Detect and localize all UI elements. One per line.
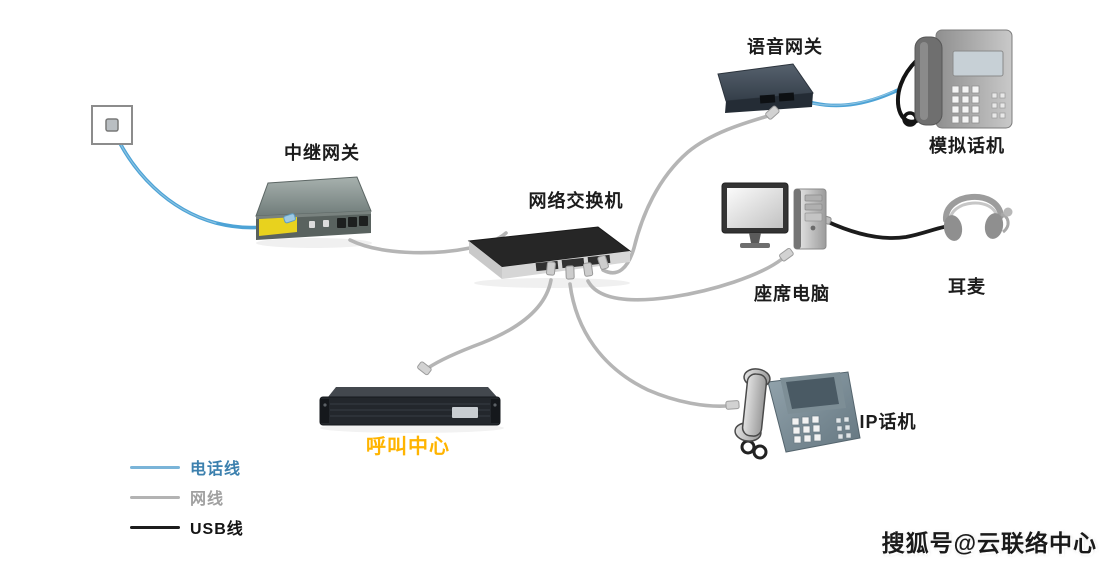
rj45-to-ip-phone bbox=[725, 400, 740, 410]
agent-pc-icon bbox=[721, 182, 827, 250]
ip-phone-label: IP话机 bbox=[859, 412, 917, 432]
wall-jack-icon bbox=[91, 105, 133, 145]
network-cable-swatch bbox=[130, 495, 180, 499]
rj45-connectors bbox=[283, 105, 832, 410]
cable-net-switch-to-voice-gateway bbox=[601, 114, 770, 275]
cable-net-switch-to-agent-pc bbox=[586, 257, 784, 302]
call-center-label: 呼叫中心 bbox=[366, 436, 450, 458]
headset-icon bbox=[943, 193, 1013, 241]
trunk-gateway-label: 中继网关 bbox=[284, 143, 360, 163]
agent-pc-label: 座席电脑 bbox=[754, 284, 830, 304]
ip-phone-icon bbox=[734, 368, 861, 460]
phone-line-swatch bbox=[130, 465, 180, 469]
headset-label: 耳麦 bbox=[948, 277, 986, 297]
watermark: 搜狐号@云联络中心 bbox=[881, 530, 1097, 556]
cable-net-switch-to-ip-phone bbox=[568, 282, 728, 408]
analog-phone-icon bbox=[895, 29, 1013, 129]
voice-gateway-label: 语音网关 bbox=[747, 37, 823, 57]
network-switch-label: 网络交换机 bbox=[528, 191, 624, 211]
analog-phone-label: 模拟话机 bbox=[929, 136, 1005, 156]
legend-item-usb-cable: USB线 bbox=[130, 512, 244, 542]
rj45-to-call-center bbox=[417, 361, 432, 376]
trunk-gateway-icon bbox=[255, 176, 372, 240]
usb-cable-swatch bbox=[130, 525, 180, 529]
legend-item-phone-line: 电话线 bbox=[130, 452, 244, 482]
rj45-to-voice-gateway bbox=[765, 105, 780, 120]
legend-label: 电话线 bbox=[190, 461, 242, 478]
shadow bbox=[256, 238, 372, 248]
cable-usb-agent-pc-to-headset bbox=[824, 219, 946, 240]
call-center-server-icon bbox=[319, 387, 501, 426]
voice-gateway-icon bbox=[717, 63, 814, 113]
legend-label: 网线 bbox=[190, 491, 225, 508]
cables bbox=[111, 88, 946, 408]
legend: 电话线 网线 USB线 bbox=[130, 452, 244, 542]
legend-item-network-cable: 网线 bbox=[130, 482, 244, 512]
legend-label: USB线 bbox=[190, 521, 244, 538]
rj45-to-agent-pc bbox=[779, 247, 794, 262]
cable-net-switch-to-call-center bbox=[426, 278, 553, 370]
phone-plug-at-trunk-gateway bbox=[283, 213, 296, 224]
